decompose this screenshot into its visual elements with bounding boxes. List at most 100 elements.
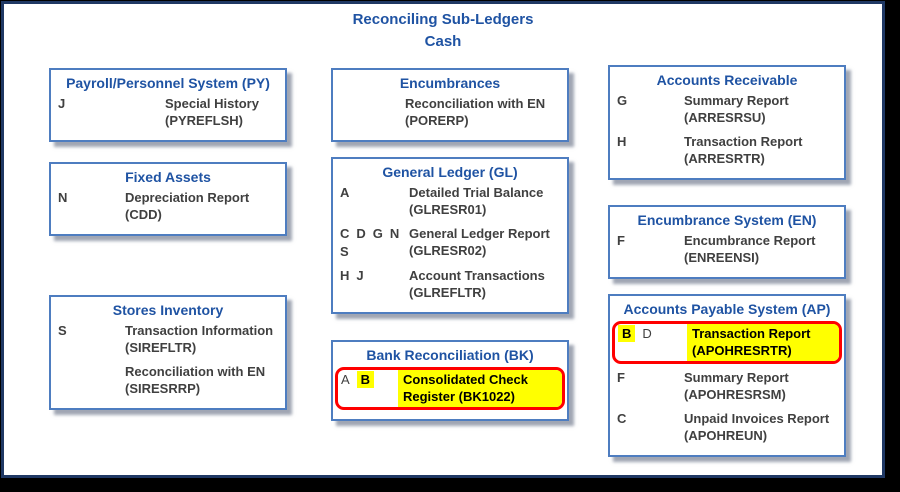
letter-code: N	[58, 190, 68, 206]
letter-code: D	[642, 326, 652, 342]
entry-text-line: Encumbrance Report	[684, 233, 816, 249]
box-body: G Summary Report(ARRESRSU) H Transaction Re…	[610, 92, 844, 167]
report-entry: H Transaction Report(ARRESRTR)	[612, 133, 840, 167]
box-header: Bank Reconciliation (BK)	[366, 347, 534, 363]
letter-code: G	[372, 226, 383, 242]
entry-text-line: (ENREENSI)	[684, 250, 760, 266]
entry-text-line: Account Transactions	[409, 268, 545, 284]
box-stores-inventory: Stores Inventory S Transaction Informatio…	[49, 295, 287, 411]
entry-text: Summary Report(ARRESRSU)	[684, 92, 840, 126]
entry-text: Summary Report(APOHRESRSM)	[684, 369, 840, 403]
letter-code: C	[617, 411, 627, 427]
entry-text-line: (GLRESR02)	[409, 243, 487, 259]
diagram-title-line1: Reconciling Sub-Ledgers	[352, 11, 534, 28]
entry-letter-codes: F	[612, 232, 684, 249]
entry-text: Reconciliation with EN(SIRESRRP)	[125, 363, 281, 397]
entry-text-line: Register (BK1022)	[403, 389, 515, 405]
entry-text-line: Reconciliation with EN	[405, 96, 546, 112]
entry-letter-codes: F	[612, 369, 684, 386]
entry-text-line: (SIRESRRP)	[125, 381, 201, 397]
letter-code: H	[617, 134, 627, 150]
report-entry: G Summary Report(ARRESRSU)	[612, 92, 840, 126]
diagram-title: Reconciling Sub-Ledgers Cash	[4, 9, 882, 53]
entry-text-line: Summary Report	[684, 93, 789, 109]
letter-code: S	[58, 323, 67, 339]
box-encumbrance-system: Encumbrance System (EN) F Encumbrance Rep…	[608, 205, 846, 280]
entry-text-line: Reconciliation with EN	[125, 364, 266, 380]
entry-text-line: (PORERP)	[405, 113, 469, 129]
report-entry: F Summary Report(APOHRESRSM)	[612, 369, 840, 403]
box-body: N Depreciation Report(CDD)	[51, 189, 285, 223]
entry-text: Transaction Information(SIREFLTR)	[125, 322, 281, 356]
letter-code: F	[617, 233, 625, 249]
entry-letter-codes: H	[612, 133, 684, 150]
report-entry: Reconciliation with EN(PORERP)	[335, 95, 563, 129]
letter-code: S	[340, 244, 349, 260]
letter-code: H	[340, 268, 350, 284]
entry-text-line: Transaction Information	[125, 323, 274, 339]
diagram-canvas: Reconciling Sub-Ledgers Cash Payroll/Per…	[1, 1, 885, 478]
report-entry: S Transaction Information(SIREFLTR)	[53, 322, 281, 356]
entry-text-line: (GLREFLTR)	[409, 285, 487, 301]
entry-text-line: (GLRESR01)	[409, 202, 487, 218]
entry-text: Account Transactions(GLREFLTR)	[409, 267, 563, 301]
entry-text-line: Summary Report	[684, 370, 789, 386]
entry-text-line: General Ledger Report	[409, 226, 550, 242]
entry-text: Detailed Trial Balance(GLRESR01)	[409, 184, 563, 218]
entry-text: Transaction Report(ARRESRTR)	[684, 133, 840, 167]
report-entry: C Unpaid Invoices Report(APOHREUN)	[612, 410, 840, 444]
entry-letter-codes: G	[612, 92, 684, 109]
box-header: Accounts Receivable	[656, 72, 798, 88]
entry-text: Transaction Report(APOHRESRTR)	[687, 324, 839, 362]
letter-code-highlighted: B	[618, 325, 636, 343]
entry-letter-codes: C	[612, 410, 684, 427]
entry-text: Unpaid Invoices Report(APOHREUN)	[684, 410, 840, 444]
letter-code: F	[617, 370, 625, 386]
letter-code: J	[58, 96, 66, 112]
letter-code: C	[340, 226, 350, 242]
entry-text-line: Detailed Trial Balance	[409, 185, 544, 201]
letter-code: G	[617, 93, 628, 109]
report-entry: J Special History(PYREFLSH)	[53, 95, 281, 129]
entry-text-line: Transaction Report	[692, 326, 811, 342]
report-entry: N Depreciation Report(CDD)	[53, 189, 281, 223]
entry-letter-codes: S	[53, 322, 125, 339]
box-header: Fixed Assets	[125, 169, 211, 185]
entry-text-line: (ARRESRSU)	[684, 110, 766, 126]
entry-text-line: Consolidated Check	[403, 372, 528, 388]
letter-code: J	[356, 268, 364, 284]
entry-text: Depreciation Report(CDD)	[125, 189, 281, 223]
entry-text-line: (ARRESRTR)	[684, 151, 765, 167]
letter-code-highlighted: B	[356, 371, 375, 389]
box-header: Stores Inventory	[112, 302, 224, 318]
entry-letter-codes: J	[53, 95, 165, 112]
entry-text-line: Special History	[165, 96, 259, 112]
entry-text-line: (APOHRESRSM)	[684, 387, 786, 403]
entry-text-line: (SIREFLTR)	[125, 340, 197, 356]
letter-code: D	[356, 226, 366, 242]
box-encumbrances: Encumbrances Reconciliation with EN(PORE…	[331, 68, 569, 143]
entry-letter-codes: A	[335, 184, 409, 201]
entry-text: Special History(PYREFLSH)	[165, 95, 281, 129]
letter-code: N	[389, 226, 400, 242]
entry-text-line: (APOHREUN)	[684, 428, 768, 444]
entry-text-line: (PYREFLSH)	[165, 113, 243, 129]
box-header: General Ledger (GL)	[382, 164, 518, 180]
box-header: Encumbrance System (EN)	[637, 212, 817, 228]
box-header: Payroll/Personnel System (PY)	[66, 75, 270, 91]
